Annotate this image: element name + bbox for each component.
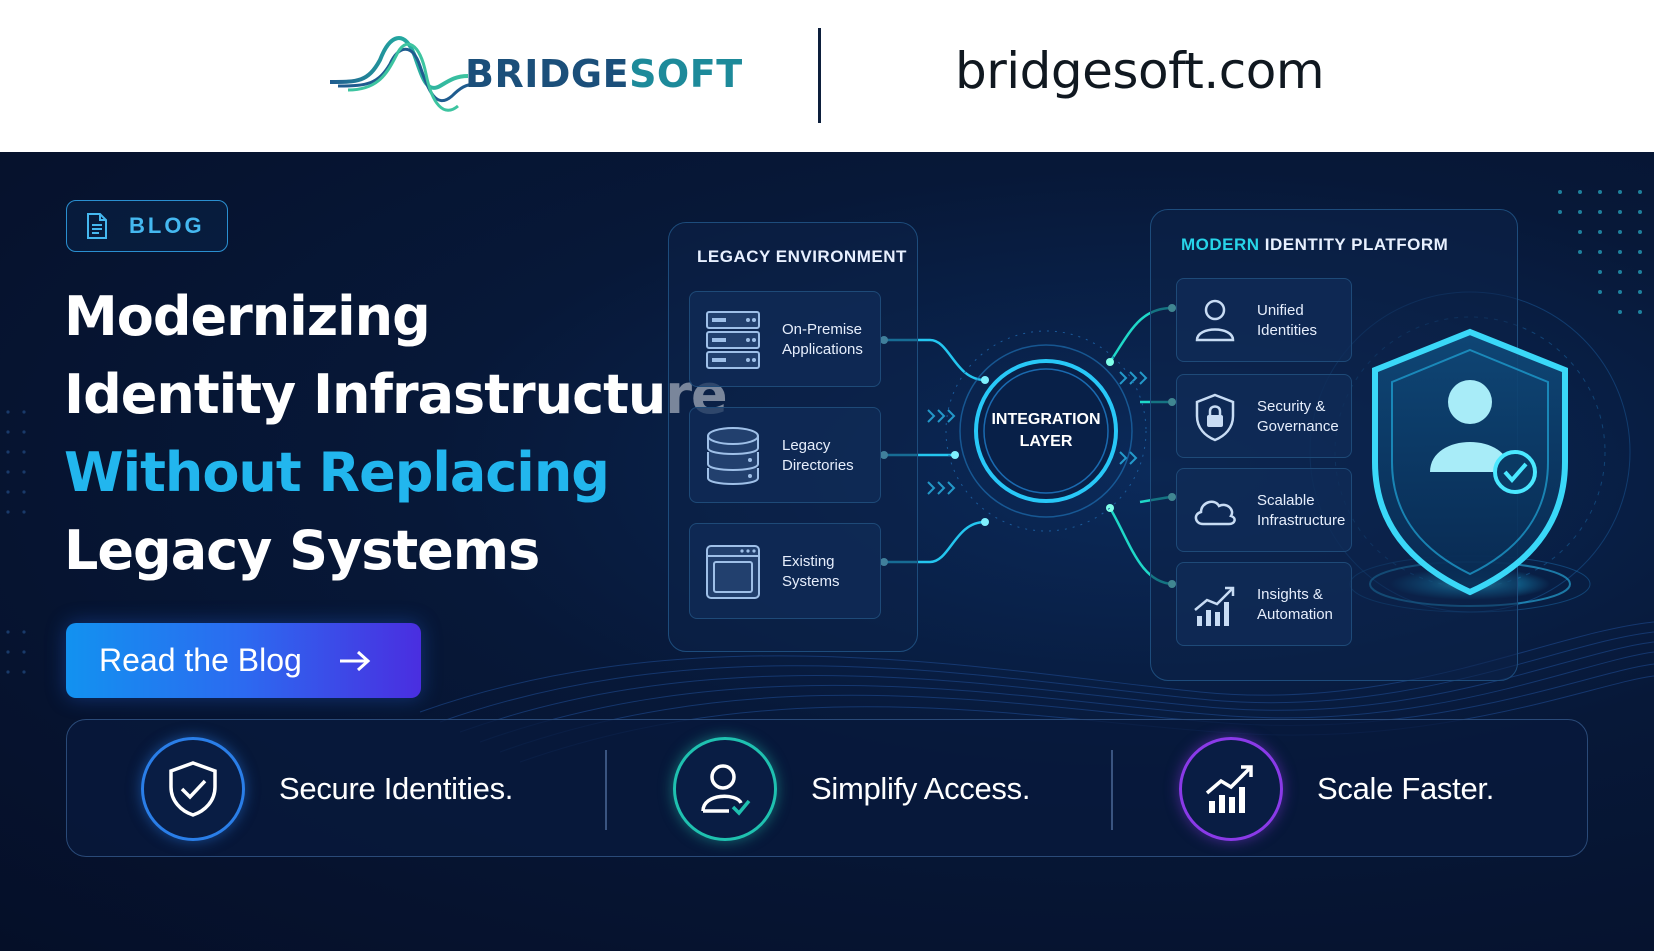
modern-item-security: Security & Governance bbox=[1176, 374, 1352, 458]
integration-line-1: INTEGRATION bbox=[991, 411, 1101, 428]
read-blog-button[interactable]: Read the Blog bbox=[66, 623, 421, 698]
modern-item-insights: Insights & Automation bbox=[1176, 562, 1352, 646]
arrow-right-icon bbox=[339, 650, 371, 671]
growth-chart-icon bbox=[1205, 765, 1253, 813]
modern-title-rest: IDENTITY PLATFORM bbox=[1259, 235, 1449, 254]
feature-simplify-access: Simplify Access. bbox=[673, 720, 1030, 858]
modern-panel-title: MODERN IDENTITY PLATFORM bbox=[1181, 235, 1448, 255]
database-icon bbox=[707, 427, 759, 485]
cloud-icon bbox=[1194, 500, 1236, 526]
modern-item-label: Security & Governance bbox=[1257, 398, 1339, 435]
brand-wordmark[interactable]: BRIDGESOFT bbox=[465, 52, 743, 96]
feature-label: Simplify Access. bbox=[811, 771, 1031, 806]
blog-badge: BLOG bbox=[66, 200, 228, 252]
legacy-environment-panel: LEGACY ENVIRONMENT On-Premise Applicatio… bbox=[668, 222, 918, 652]
hero-headline: Modernizing Identity Infrastructure With… bbox=[64, 278, 728, 590]
user-check-icon bbox=[701, 764, 751, 816]
integration-layer-node: INTEGRATION LAYER bbox=[976, 361, 1116, 501]
feature-divider bbox=[605, 750, 607, 830]
feature-label: Scale Faster. bbox=[1317, 771, 1495, 806]
modern-item-infrastructure: Scalable Infrastructure bbox=[1176, 468, 1352, 552]
shield-check-icon bbox=[169, 761, 217, 817]
feature-icon-wrap bbox=[1179, 737, 1283, 841]
features-strip: Secure Identities. Simplify Access. bbox=[66, 719, 1588, 857]
feature-divider bbox=[1111, 750, 1113, 830]
headline-line-3: Without Replacing bbox=[64, 441, 610, 504]
feature-secure-identities: Secure Identities. bbox=[141, 720, 513, 858]
legacy-item-on-premise: On-Premise Applications bbox=[689, 291, 881, 387]
legacy-panel-title: LEGACY ENVIRONMENT bbox=[697, 247, 907, 266]
window-icon bbox=[706, 545, 760, 599]
chart-growth-icon bbox=[1194, 586, 1235, 626]
identity-shield-icon bbox=[1372, 328, 1568, 596]
brand-name-part1: BRIDGE bbox=[465, 52, 630, 96]
modern-item-unified-identities: Unified Identities bbox=[1176, 278, 1352, 362]
modern-title-accent: MODERN bbox=[1181, 235, 1260, 254]
document-icon bbox=[87, 213, 107, 239]
legacy-item-label: Legacy Directories bbox=[782, 437, 854, 474]
modern-item-label: Unified Identities bbox=[1257, 302, 1318, 339]
headline-line-4: Legacy Systems bbox=[64, 519, 540, 582]
legacy-item-directories: Legacy Directories bbox=[689, 407, 881, 503]
cta-label: Read the Blog bbox=[99, 642, 302, 678]
legacy-item-existing-systems: Existing Systems bbox=[689, 523, 881, 619]
legacy-item-label: Existing Systems bbox=[782, 553, 840, 590]
headline-line-2: Identity Infrastructure bbox=[64, 363, 728, 426]
legacy-item-label: On-Premise Applications bbox=[782, 321, 863, 358]
header-divider bbox=[818, 28, 821, 123]
badge-label: BLOG bbox=[129, 213, 205, 238]
lock-shield-icon bbox=[1195, 393, 1235, 442]
site-header: BRIDGESOFT bridgesoft.com bbox=[0, 0, 1654, 152]
modern-item-label: Insights & Automation bbox=[1257, 586, 1333, 623]
server-icon bbox=[706, 311, 760, 369]
bridgesoft-logo-icon[interactable] bbox=[328, 24, 478, 124]
website-domain[interactable]: bridgesoft.com bbox=[955, 42, 1325, 100]
modern-item-label: Scalable Infrastructure bbox=[1257, 492, 1346, 529]
feature-scale-faster: Scale Faster. bbox=[1179, 720, 1494, 858]
feature-icon-wrap bbox=[141, 737, 245, 841]
user-icon bbox=[1195, 299, 1235, 342]
headline-line-1: Modernizing bbox=[64, 285, 431, 348]
brand-name-part2: SOFT bbox=[629, 52, 743, 96]
hero-banner: BLOG Modernizing Identity Infrastructure… bbox=[0, 152, 1654, 951]
feature-label: Secure Identities. bbox=[279, 771, 514, 806]
feature-icon-wrap bbox=[673, 737, 777, 841]
integration-line-2: LAYER bbox=[1019, 433, 1073, 450]
